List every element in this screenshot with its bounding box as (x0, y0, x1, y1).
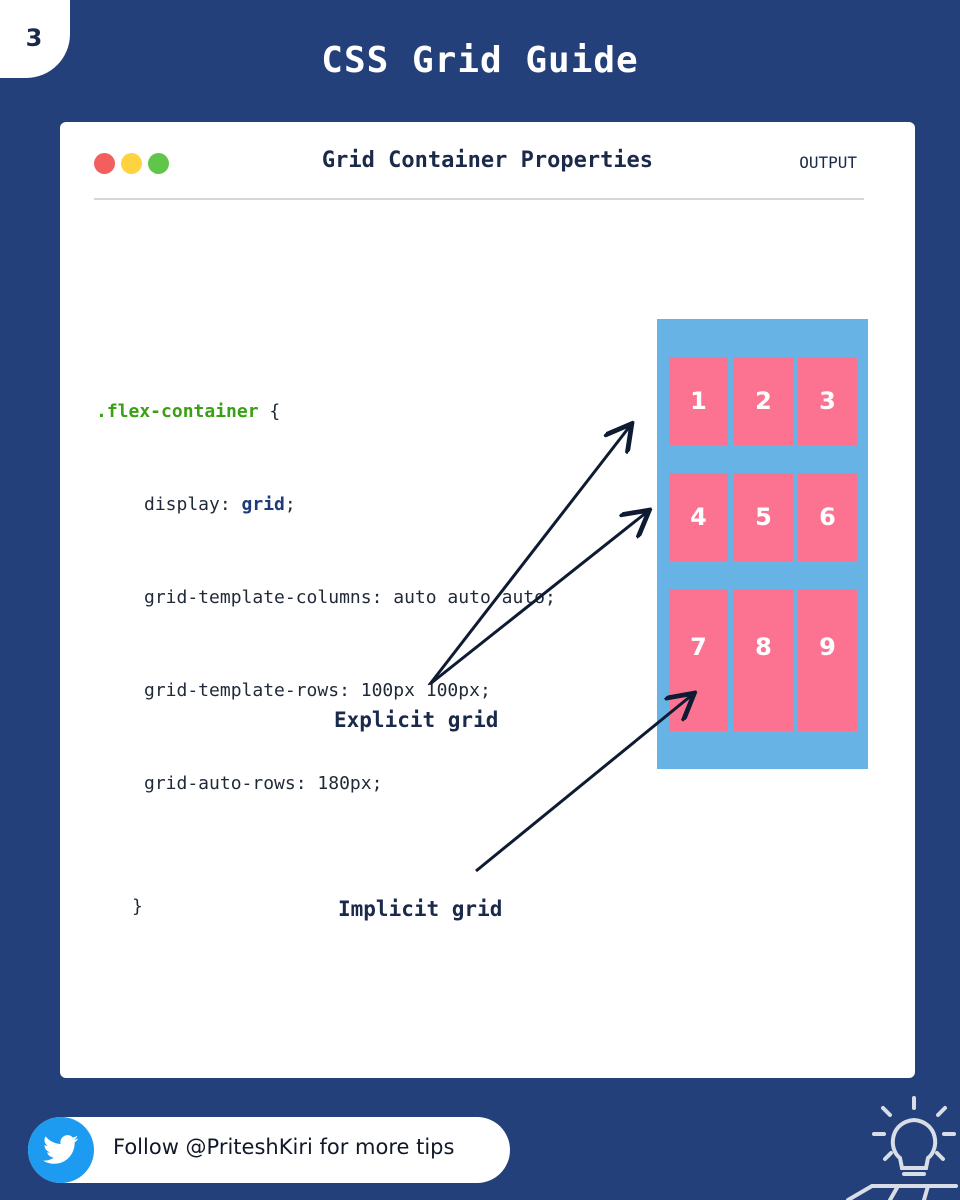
header-divider (94, 198, 864, 200)
code-line-display: display: grid; (96, 489, 556, 520)
close-dot[interactable] (94, 153, 115, 174)
code-line-selector: .flex-container { (96, 396, 556, 427)
twitter-icon (28, 1117, 94, 1183)
css-selector: .flex-container (96, 401, 259, 422)
open-brace: { (258, 401, 281, 422)
code-window-card: Grid Container Properties OUTPUT .flex-c… (60, 122, 915, 1078)
grid-cell-3: 3 (798, 357, 857, 445)
follow-text: Follow @PriteshKiri for more tips (113, 1135, 455, 1159)
prop-display-end: ; (284, 494, 296, 515)
code-block: .flex-container { display: grid; grid-te… (96, 334, 556, 984)
grid-cell-4: 4 (669, 473, 728, 561)
lightbulb-icon (846, 1096, 958, 1200)
output-tab[interactable]: OUTPUT (799, 153, 857, 172)
maximize-dot[interactable] (148, 153, 169, 174)
annotation-arrows (428, 122, 915, 873)
page-title: CSS Grid Guide (321, 40, 639, 81)
grid-cell-8: 8 (734, 589, 793, 731)
card-title: Grid Container Properties (321, 148, 654, 173)
minimize-dot[interactable] (121, 153, 142, 174)
follow-banner[interactable]: Follow @PriteshKiri for more tips (28, 1117, 510, 1183)
implicit-grid-label: Implicit grid (338, 897, 503, 921)
prop-display-name: display: (144, 494, 242, 515)
grid-cell-5: 5 (734, 473, 793, 561)
close-brace: } (132, 896, 143, 917)
grid-cell-9: 9 (798, 589, 857, 731)
arrow-implicit-row (475, 695, 692, 873)
grid-cell-7: 7 (669, 589, 728, 731)
code-line-columns: grid-template-columns: auto auto auto; (144, 587, 556, 608)
page-number: 3 (25, 24, 43, 52)
window-controls (94, 153, 169, 174)
explicit-grid-label: Explicit grid (334, 708, 499, 732)
code-line-rows: grid-template-rows: 100px 100px; (144, 680, 491, 701)
arrow-explicit-row-1 (428, 426, 630, 685)
grid-cell-6: 6 (798, 473, 857, 561)
page-number-badge: 3 (0, 0, 70, 78)
grid-cell-1: 1 (669, 357, 728, 445)
grid-cell-2: 2 (734, 357, 793, 445)
arrow-explicit-row-2 (429, 512, 647, 686)
code-line-auto-rows: grid-auto-rows: 180px; (144, 773, 383, 794)
prop-display-value: grid (241, 494, 285, 515)
